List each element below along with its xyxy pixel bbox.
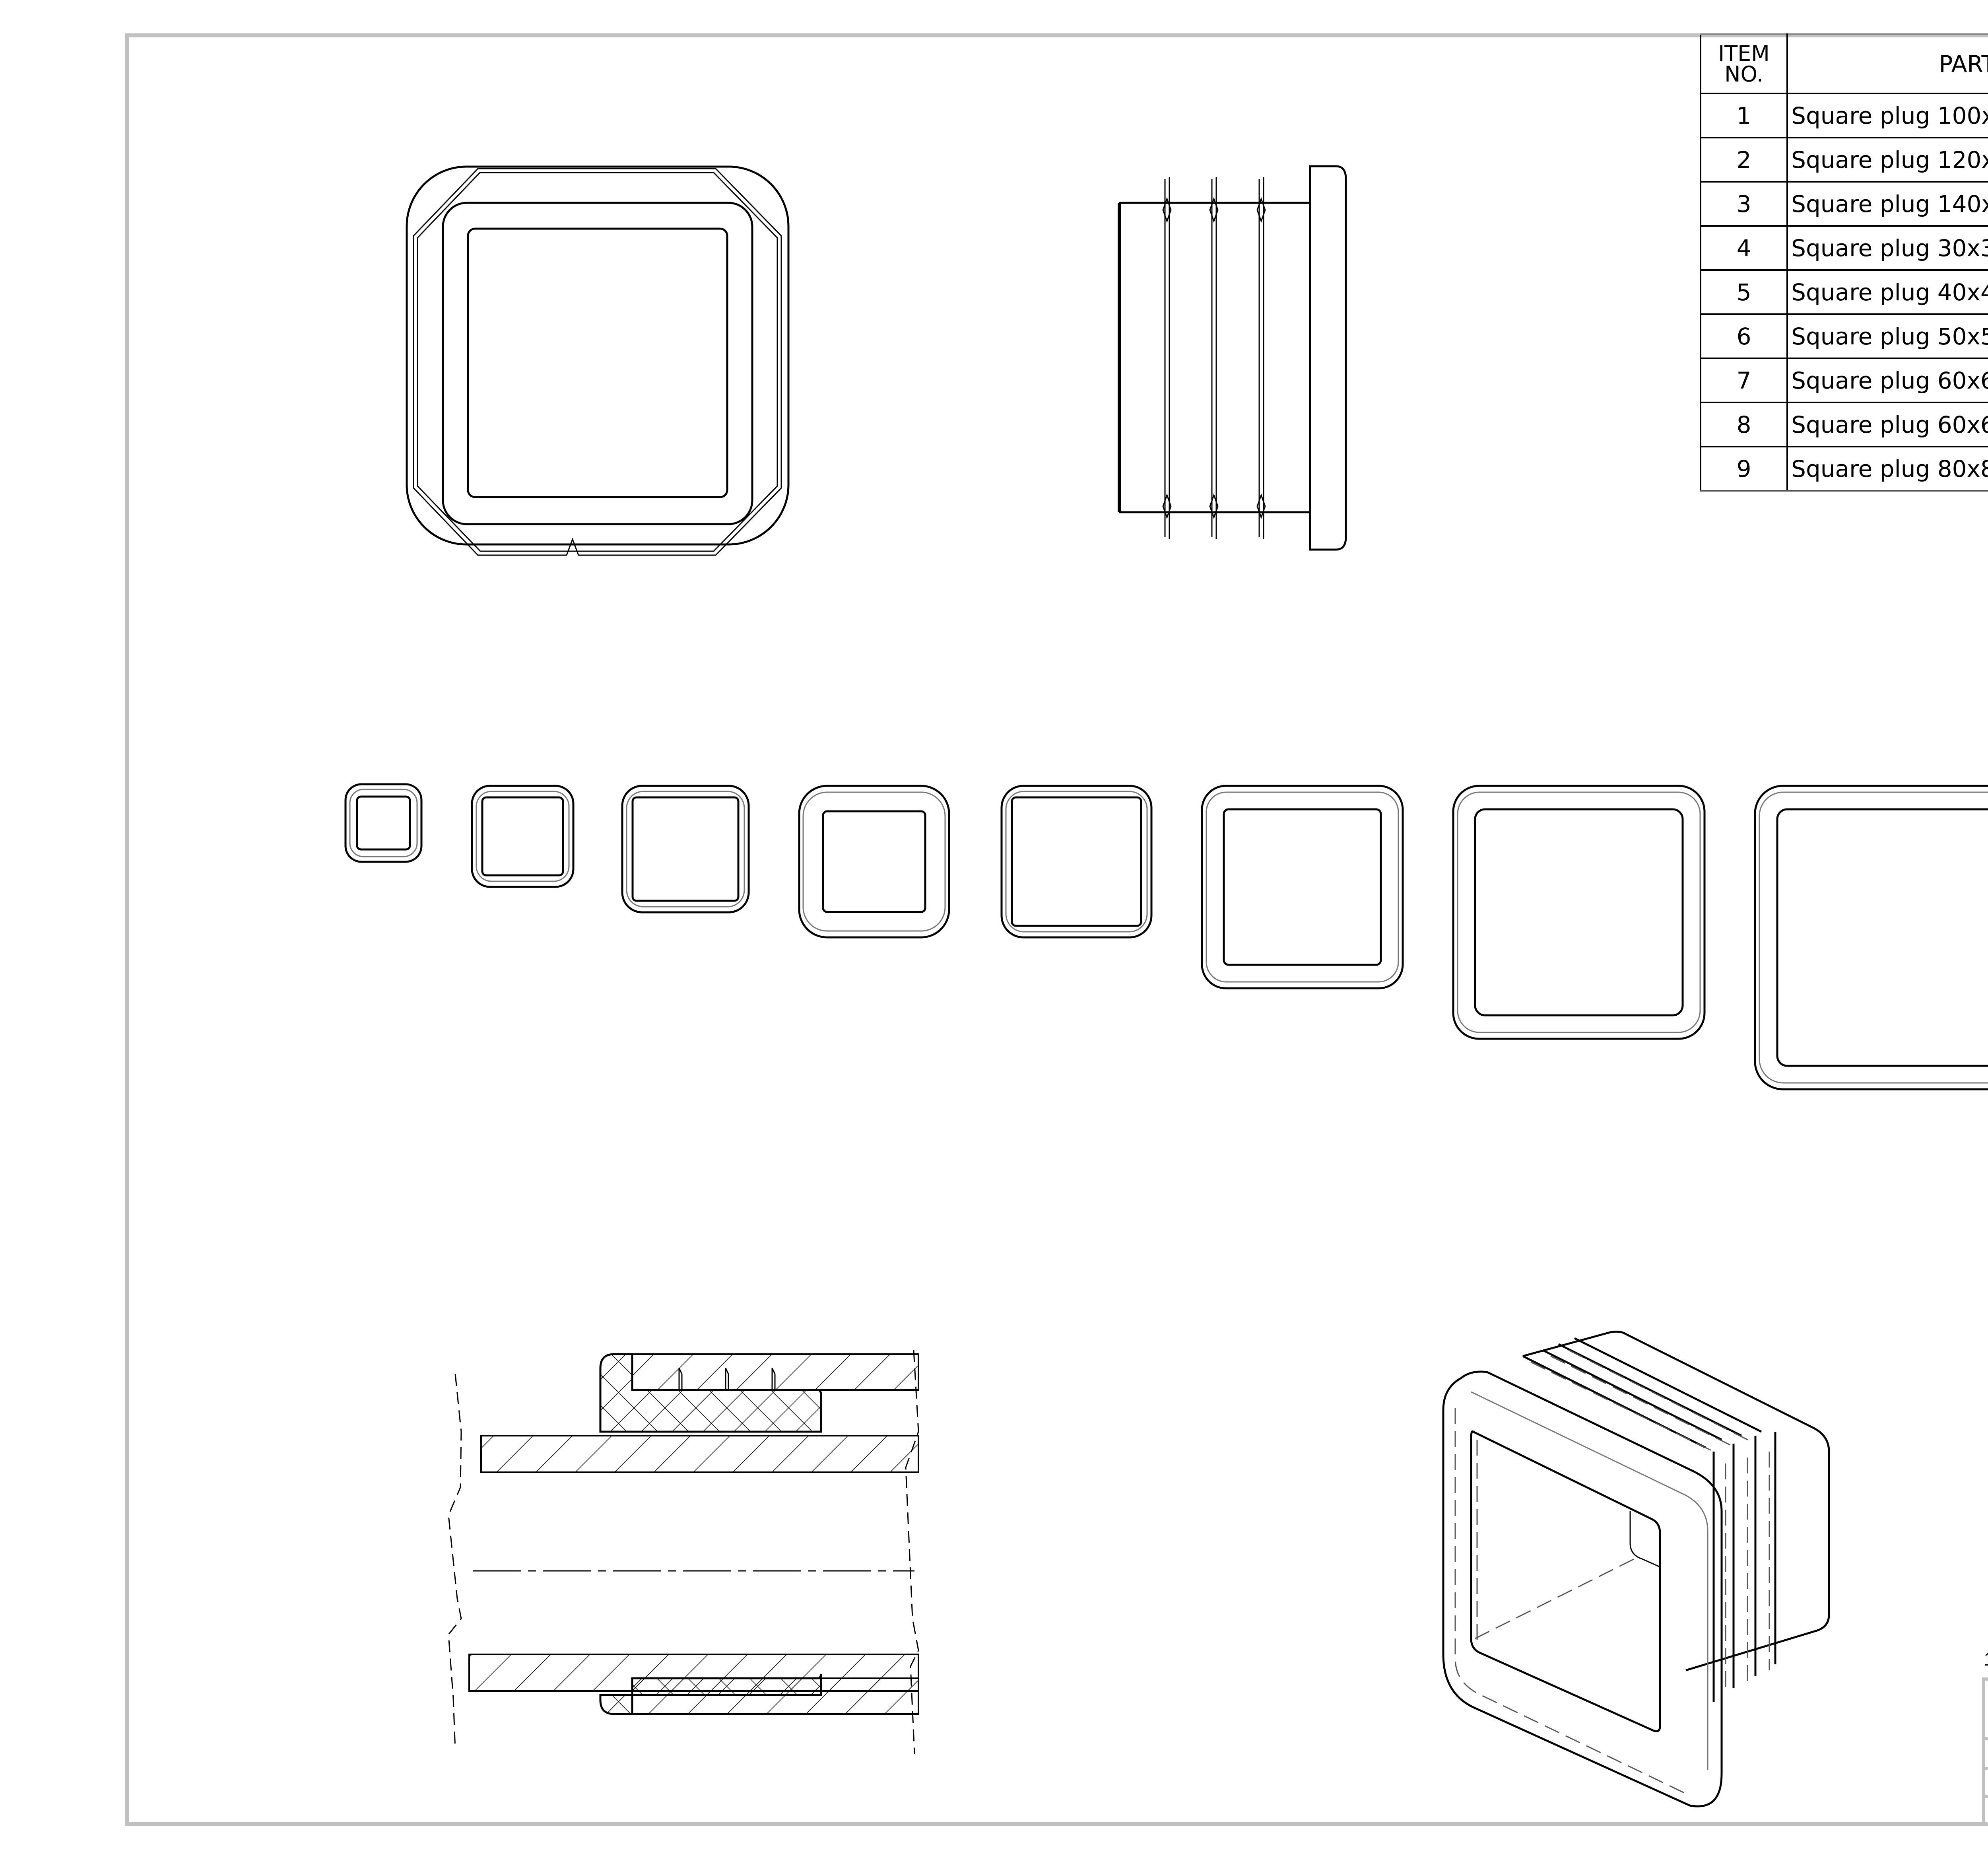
item-no: 5 bbox=[1699, 269, 1788, 315]
part-number: Square plug 100x100-80x80 bbox=[1786, 93, 1988, 138]
bom-row: 6 Square plug 50x50-40x40 Square plug 1 bbox=[1699, 313, 1988, 359]
bom-row: 4 Square plug 30x30-20x20 Square plug 1 bbox=[1699, 225, 1988, 271]
bom-row: 9 Square plug 80x80-60x60 Square plug 1 bbox=[1699, 446, 1988, 492]
part-number: Square plug 120x120-100x100 bbox=[1786, 137, 1988, 183]
part-number: Square plug 40x40-30x30 bbox=[1786, 269, 1988, 315]
mass-field: Mass: 498.08, g. bbox=[1985, 1740, 1988, 1770]
plug-row bbox=[344, 783, 1988, 1090]
part-number: Square plug 60x60-50x50 bbox=[1786, 402, 1988, 447]
plug-view-100x100 bbox=[1452, 785, 1706, 1040]
plug-view-120x120 bbox=[1754, 785, 1988, 1090]
item-no: 4 bbox=[1699, 225, 1788, 271]
part-number: Square plug 30x30-20x20 bbox=[1786, 225, 1988, 271]
material-field: Material: bbox=[1985, 1770, 1988, 1798]
item-no: 9 bbox=[1699, 446, 1788, 492]
bom-row: 7 Square plug 60x60-40x40 Square plug 1 bbox=[1699, 358, 1988, 403]
drawing-border-frame bbox=[125, 33, 1988, 1826]
item-no: 6 bbox=[1699, 313, 1788, 359]
general-note: 1. Possible dimensional deviations accor… bbox=[1984, 1648, 1988, 1670]
fin-2 bbox=[1209, 177, 1219, 539]
bill-of-materials-table: ITEM NO. PART NUMBER DESCRIPTION QTY. 1 … bbox=[1699, 33, 1988, 492]
plug-view-60x60-40x40 bbox=[798, 785, 950, 939]
bom-row: 8 Square plug 60x60-50x50 Square plug 1 bbox=[1699, 402, 1988, 447]
fin-3 bbox=[1256, 177, 1266, 539]
plug-view-30x30 bbox=[344, 783, 423, 863]
bom-header-row: ITEM NO. PART NUMBER DESCRIPTION QTY. bbox=[1699, 33, 1988, 94]
company-name: Work Gadget bbox=[1985, 1681, 1988, 1740]
part-number: Square plug 140x140-120x120 bbox=[1786, 181, 1988, 227]
bom-row: 5 Square plug 40x40-30x30 Square plug 1 bbox=[1699, 269, 1988, 315]
bom-row: 2 Square plug 120x120-100x100 Square plu… bbox=[1699, 137, 1988, 183]
plug-view-50x50 bbox=[621, 785, 750, 913]
item-no: 8 bbox=[1699, 402, 1788, 447]
isometric-view bbox=[1442, 1330, 1830, 1808]
fin-1 bbox=[1162, 177, 1172, 539]
item-no: 7 bbox=[1699, 358, 1788, 403]
section-view bbox=[448, 1350, 919, 1754]
bom-row: 1 Square plug 100x100-80x80 Square plug … bbox=[1699, 93, 1988, 138]
plug-view-80x80 bbox=[1201, 785, 1404, 989]
plug-view-60x60-50x50 bbox=[1000, 785, 1153, 939]
title-block: Work Gadget Set plugs Mass: 498.08, g. M… bbox=[1982, 1677, 1988, 1826]
part-number: Square plug 60x60-40x40 bbox=[1786, 358, 1988, 403]
bom-row: 3 Square plug 140x140-120x120 Square plu… bbox=[1699, 181, 1988, 227]
part-number: Square plug 80x80-60x60 bbox=[1786, 446, 1988, 492]
side-view bbox=[1118, 165, 1347, 551]
scale-field: Scale: 2:5 bbox=[1985, 1798, 1988, 1826]
item-no: 2 bbox=[1699, 137, 1788, 183]
item-no: 3 bbox=[1699, 181, 1788, 227]
plug-view-40x40 bbox=[471, 785, 575, 888]
header-item-no: ITEM NO. bbox=[1699, 33, 1788, 94]
front-view bbox=[406, 165, 790, 556]
part-number: Square plug 50x50-40x40 bbox=[1786, 313, 1988, 359]
item-no: 1 bbox=[1699, 93, 1788, 138]
header-part-number: PART NUMBER bbox=[1786, 33, 1988, 94]
